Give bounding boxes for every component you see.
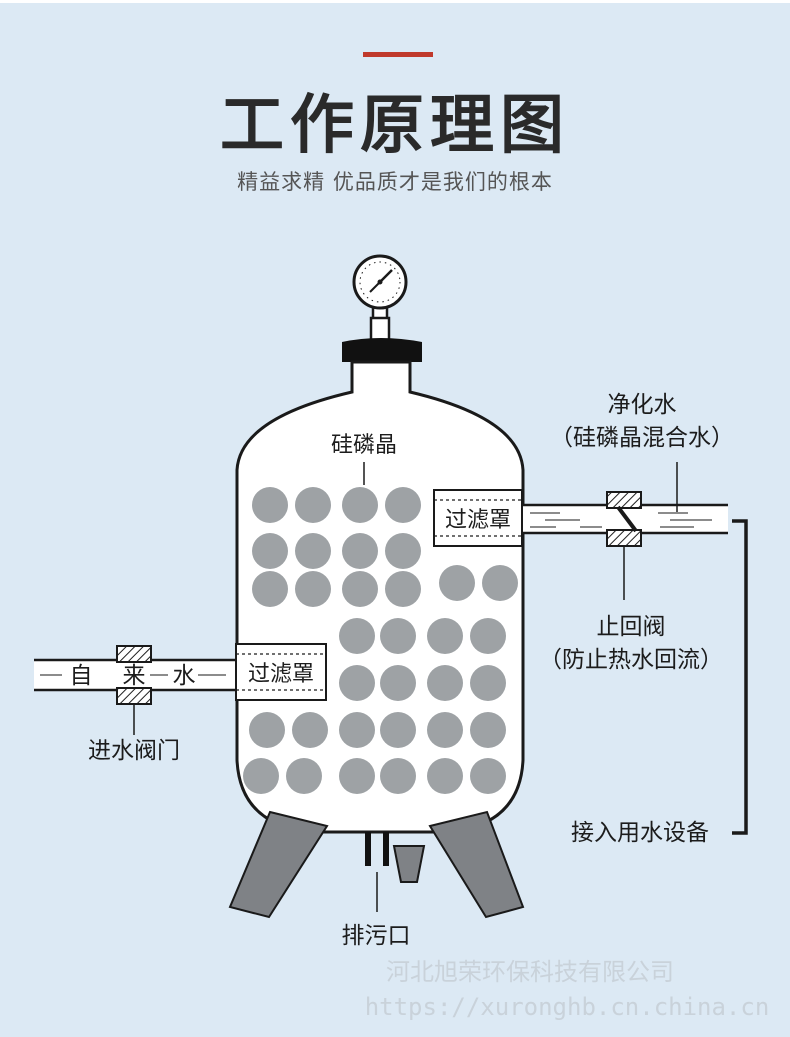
filter-cover-right: 过滤罩 <box>433 489 523 547</box>
equipment-line <box>732 519 748 835</box>
media-ball <box>470 712 506 748</box>
media-ball <box>380 618 416 654</box>
inlet-char-2: 来 <box>123 663 146 689</box>
media-ball <box>339 618 375 654</box>
media-ball <box>286 758 322 794</box>
tank-leg-left <box>228 810 329 919</box>
media-ball <box>380 712 416 748</box>
title-accent-bar <box>363 52 433 57</box>
media-ball <box>342 571 378 607</box>
page-subtitle: 精益求精 优品质才是我们的根本 <box>237 170 553 194</box>
media-ball <box>427 665 463 701</box>
media-ball <box>295 571 331 607</box>
media-ball <box>470 758 506 794</box>
filter-cover-right-label: 过滤罩 <box>445 508 511 533</box>
drain-outlet <box>365 832 426 883</box>
media-ball <box>295 533 331 569</box>
media-ball <box>243 758 279 794</box>
media-ball <box>252 487 288 523</box>
media-ball <box>427 758 463 794</box>
media-ball <box>427 618 463 654</box>
media-ball <box>470 618 506 654</box>
media-ball <box>295 487 331 523</box>
check-valve-sublabel: （防止热水回流） <box>539 647 723 673</box>
tank-leg-right <box>428 810 525 919</box>
media-balls <box>243 487 518 794</box>
drain-label: 排污口 <box>342 923 411 949</box>
inlet-pipe: 自 来 水 <box>34 658 238 692</box>
outlet-label: 净化水 <box>608 392 677 418</box>
check-valve-label: 止回阀 <box>597 614 666 640</box>
media-ball <box>249 712 285 748</box>
valve-icon <box>116 645 152 705</box>
media-ball <box>292 712 328 748</box>
watermark-company: 河北旭荣环保科技有限公司 <box>386 958 674 986</box>
media-ball <box>339 665 375 701</box>
media-ball <box>385 487 421 523</box>
media-ball <box>427 712 463 748</box>
media-label: 硅磷晶 <box>331 433 397 458</box>
media-ball <box>252 533 288 569</box>
media-ball <box>342 533 378 569</box>
tank-cap <box>342 338 422 362</box>
media-ball <box>252 571 288 607</box>
media-ball <box>380 665 416 701</box>
equipment-label: 接入用水设备 <box>571 820 709 846</box>
media-ball <box>470 665 506 701</box>
filter-cover-left: 过滤罩 <box>235 643 327 701</box>
media-ball <box>380 758 416 794</box>
watermark-url: https://xuronghb.cn.china.cn <box>365 993 770 1021</box>
media-ball <box>439 565 475 601</box>
media-ball <box>482 565 518 601</box>
media-ball <box>385 533 421 569</box>
media-ball <box>385 571 421 607</box>
inlet-char-3: 水 <box>173 663 196 689</box>
inlet-valve-label: 进水阀门 <box>88 738 180 764</box>
pressure-gauge-icon <box>352 254 408 342</box>
outlet-sublabel: （硅磷晶混合水） <box>550 425 734 451</box>
filter-cover-left-label: 过滤罩 <box>248 662 314 687</box>
top-edge <box>0 0 790 3</box>
inlet-char-1: 自 <box>70 663 93 689</box>
media-ball <box>339 758 375 794</box>
check-valve-icon <box>606 491 642 547</box>
media-ball <box>342 487 378 523</box>
media-ball <box>339 712 375 748</box>
page-title: 工作原理图 <box>220 89 570 163</box>
